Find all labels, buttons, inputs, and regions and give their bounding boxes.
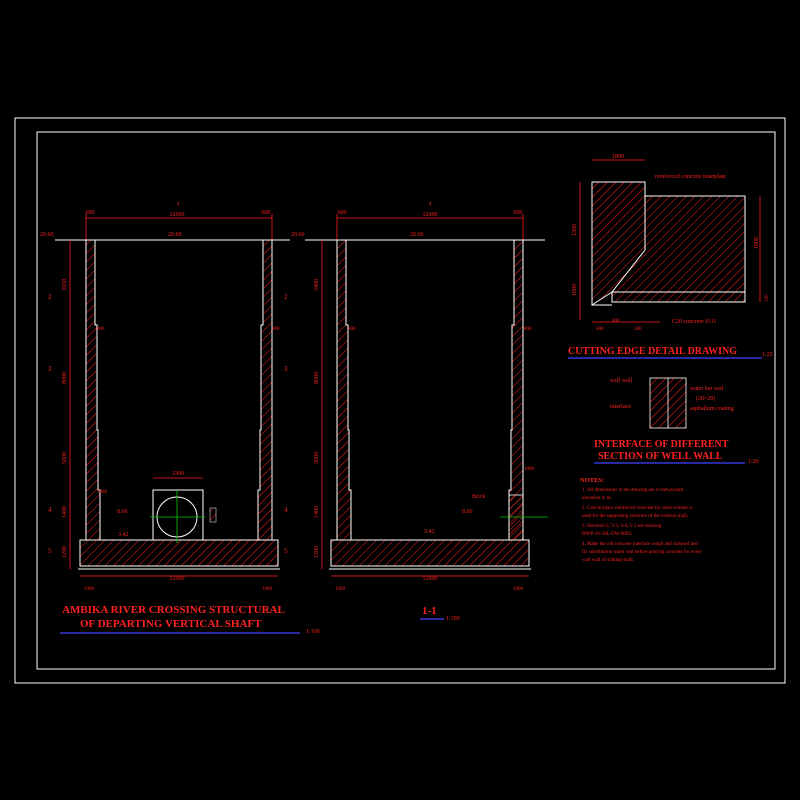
- left-section-4: 4: [48, 506, 52, 514]
- interface-detail: well wall water bar seal (20×20) interfa…: [594, 377, 759, 465]
- if-well-wall: well wall: [610, 378, 632, 384]
- notes-heading: NOTES:: [580, 477, 604, 484]
- note-line-5: 3. Section2-2, 3-3, 4-4, 5-5 see drawing: [582, 524, 662, 529]
- notes-block: NOTES: 1. All dimensions in the drawing …: [580, 477, 702, 563]
- left-step-2: 800: [272, 327, 280, 332]
- left-top-elev: 20.60: [40, 232, 54, 238]
- note-line-7: 4. Make the old concrete interface rough…: [582, 542, 698, 547]
- right-floor-elev: 3.42: [424, 529, 435, 535]
- ce-bottom-1: 600: [596, 327, 604, 332]
- left-section-5r: 5: [284, 547, 288, 555]
- if-title-2: SECTION OF WELL WALL: [598, 451, 723, 462]
- left-step-1: 800: [97, 327, 105, 332]
- ce-bottom-2: 800: [612, 319, 620, 324]
- ce-concrete-label: C20 concrete f131: [672, 318, 716, 325]
- left-bottom-right: 1000: [262, 587, 273, 592]
- ce-dim-right-2: 100: [765, 294, 770, 302]
- left-section-3: 3: [48, 365, 52, 373]
- note-line-1: 1. All dimensions in the drawing are in …: [582, 488, 684, 493]
- section-title: 1-1: [422, 605, 437, 617]
- note-line-8: fix substitution water seal before pouri…: [582, 550, 702, 555]
- right-top-marker: 4: [429, 202, 432, 207]
- left-dim-4: 1400: [62, 506, 68, 518]
- ce-title: CUTTING EDGE DETAIL DRAWING: [568, 346, 737, 357]
- left-bottom-left: 1000: [84, 587, 95, 592]
- left-dim-1: 3650: [62, 279, 68, 291]
- left-dim-5: 1200: [62, 546, 68, 558]
- right-step-1: 800: [348, 327, 356, 332]
- note-line-4: used for the supporting structure of the…: [582, 514, 688, 519]
- left-top-marker: 4: [177, 202, 180, 207]
- left-wall-dim-left: 600: [86, 210, 95, 216]
- left-dim-2: 8000: [62, 372, 68, 384]
- if-scale: 1:20: [748, 459, 759, 465]
- right-top-elev: 20.60: [291, 232, 305, 238]
- left-opening-width: 3300: [172, 471, 184, 477]
- right-wall-opening: [508, 494, 524, 541]
- left-section-4r: 4: [284, 506, 288, 514]
- left-section-5: 5: [48, 547, 52, 555]
- left-top-elev-mid: 20.60: [168, 232, 182, 238]
- right-step-3: 1000: [524, 467, 535, 472]
- ce-bottom-3: 500: [634, 327, 642, 332]
- left-section-2: 2: [48, 293, 52, 301]
- right-dim-3: 5000: [314, 452, 320, 464]
- main-title-line2: OF DEPARTING VERTICAL SHAFT: [80, 618, 262, 630]
- right-dim-1: 5400: [314, 279, 320, 291]
- left-opening: [152, 489, 204, 541]
- cutting-edge-detail: 1800 reinforced concrete insetplate 1200…: [568, 154, 773, 359]
- right-dim-5: 1200: [314, 546, 320, 558]
- ce-dim-left-1: 1200: [572, 224, 578, 236]
- main-title-line1: AMBIKA RIVER CROSSING STRUCTURAL: [62, 604, 285, 616]
- main-title-scale: 1:100: [306, 629, 320, 635]
- ce-dim-left-2: 1000: [572, 284, 578, 296]
- left-step-3: 1000: [97, 490, 108, 495]
- left-dim-3: 5000: [62, 452, 68, 464]
- left-section-3r: 3: [284, 365, 288, 373]
- if-size: (20×20): [696, 395, 715, 402]
- note-line-9: wall wall of sinking shaft.: [582, 558, 634, 563]
- left-section-2r: 2: [284, 293, 288, 301]
- left-opening-elev: 8.60: [117, 509, 128, 515]
- right-opening-elev: 8.60: [462, 509, 473, 515]
- right-width-dim: 12600: [423, 212, 438, 218]
- left-bottom-width: 12600: [170, 576, 185, 582]
- right-shaft-view: 12600 600 600 4 20.60 20.60 5400 8000 50…: [291, 202, 548, 592]
- right-top-elev-mid: 20.60: [410, 232, 424, 238]
- ce-width-top: 1800: [612, 154, 624, 160]
- right-bottom-left: 1000: [335, 587, 346, 592]
- note-line-3: 2. Cast-in-place reinforced concrete for…: [582, 506, 693, 511]
- inner-frame: [36, 131, 776, 670]
- if-water-bar: water bar seal: [690, 386, 724, 392]
- right-brick-label: Brick: [472, 494, 485, 500]
- note-line-2: elevation in m.: [582, 496, 612, 501]
- left-floor-elev: 3.42: [118, 532, 129, 538]
- if-title-1: INTERFACE OF DIFFERENT: [594, 439, 729, 450]
- if-interface: interface: [610, 403, 631, 410]
- ce-insetplate-label: reinforced concrete insetplate: [655, 173, 726, 180]
- right-dim-2: 8000: [314, 372, 320, 384]
- right-step-2: 800: [524, 327, 532, 332]
- ce-dim-right-1: 1800: [754, 237, 760, 249]
- section-scale: 1:100: [446, 616, 460, 622]
- right-wall-dim-left: 600: [338, 210, 347, 216]
- note-line-6: DWP-10-29L-DW-0003.: [582, 532, 632, 537]
- right-bottom-width: 12600: [423, 576, 438, 582]
- right-wall-dim-right: 600: [514, 210, 523, 216]
- outer-frame: [14, 117, 786, 684]
- left-width-dim: 12600: [170, 212, 185, 218]
- ce-scale: 1:25: [762, 352, 773, 358]
- left-wall-dim-right: 600: [262, 210, 271, 216]
- right-bottom-right: 1000: [513, 587, 524, 592]
- right-dim-4: 1400: [314, 506, 320, 518]
- left-shaft-view: 12600 600 600 4 20.60 20.60 3650 8000 50…: [40, 202, 290, 592]
- if-coating: asphaltum coating: [690, 406, 734, 412]
